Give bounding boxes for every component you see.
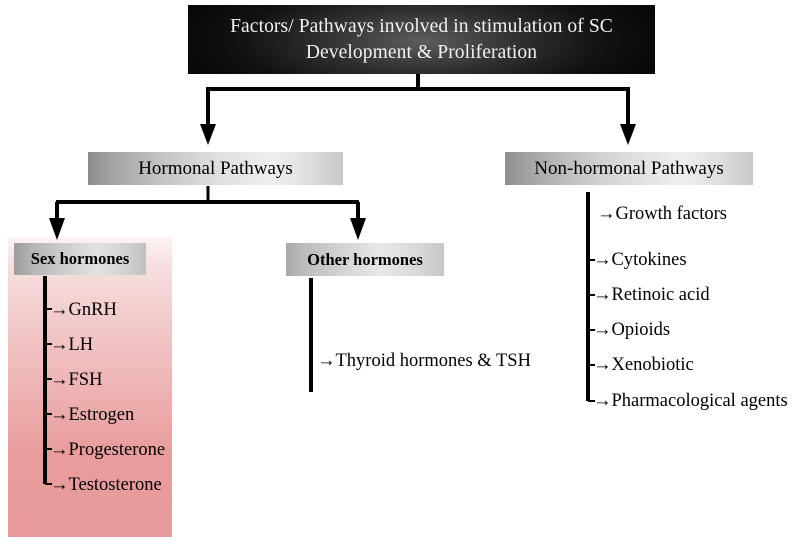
list-item: →Growth factors bbox=[597, 204, 727, 224]
node-other-hormones: Other hormones bbox=[286, 243, 444, 276]
node-hormonal-pathways: Hormonal Pathways bbox=[88, 152, 343, 185]
diagram-title-box: Factors/ Pathways involved in stimulatio… bbox=[188, 5, 655, 74]
arrow-right-icon: → bbox=[50, 335, 69, 355]
node-sex-hormones: Sex hormones bbox=[14, 243, 146, 275]
list-item-label: Thyroid hormones & TSH bbox=[335, 351, 531, 371]
list-item: →Xenobiotic bbox=[593, 355, 694, 375]
list-item: →FSH bbox=[50, 370, 102, 390]
arrow-right-icon: → bbox=[593, 250, 612, 270]
list-item: →LH bbox=[50, 335, 93, 355]
list-item-label: Growth factors bbox=[615, 204, 727, 224]
list-item-label: Retinoic acid bbox=[611, 285, 710, 305]
list-item-label: Opioids bbox=[611, 320, 671, 340]
arrow-right-icon: → bbox=[50, 300, 69, 320]
list-item: →Pharmacological agents bbox=[593, 391, 788, 411]
arrow-right-icon: → bbox=[50, 370, 69, 390]
list-item: →Testosterone bbox=[50, 475, 162, 495]
node-sex-hormones-label: Sex hormones bbox=[30, 249, 130, 268]
arrow-right-icon: → bbox=[317, 351, 336, 371]
list-item-label: Estrogen bbox=[68, 405, 135, 425]
list-item-label: Progesterone bbox=[68, 440, 166, 460]
arrow-right-icon: → bbox=[597, 204, 616, 224]
page-title: Factors/ Pathways involved in stimulatio… bbox=[230, 15, 613, 63]
list-item-label: LH bbox=[68, 335, 94, 355]
list-item: →Opioids bbox=[593, 320, 670, 340]
list-item-label: Pharmacological agents bbox=[611, 391, 788, 411]
arrow-right-icon: → bbox=[50, 440, 69, 460]
list-item-label: Cytokines bbox=[611, 250, 687, 270]
list-item: →Cytokines bbox=[593, 250, 687, 270]
arrow-right-icon: → bbox=[50, 405, 69, 425]
list-item: →GnRH bbox=[50, 300, 117, 320]
list-item: →Progesterone bbox=[50, 440, 165, 460]
list-item-label: Testosterone bbox=[68, 475, 162, 495]
node-non-hormonal-pathways-label: Non-hormonal Pathways bbox=[534, 157, 724, 179]
list-item-label: FSH bbox=[68, 370, 103, 390]
node-hormonal-pathways-label: Hormonal Pathways bbox=[138, 157, 293, 179]
arrow-right-icon: → bbox=[593, 285, 612, 305]
arrow-right-icon: → bbox=[593, 355, 612, 375]
node-non-hormonal-pathways: Non-hormonal Pathways bbox=[505, 152, 753, 185]
sex-hormones-highlight-panel bbox=[8, 237, 172, 537]
list-item: →Retinoic acid bbox=[593, 285, 710, 305]
list-item-label: GnRH bbox=[68, 300, 117, 320]
list-item: →Estrogen bbox=[50, 405, 134, 425]
arrow-right-icon: → bbox=[50, 475, 69, 495]
arrow-right-icon: → bbox=[593, 320, 612, 340]
arrow-right-icon: → bbox=[593, 391, 612, 411]
node-other-hormones-label: Other hormones bbox=[307, 249, 423, 269]
list-item: →Thyroid hormones & TSH bbox=[317, 351, 531, 371]
list-item-label: Xenobiotic bbox=[611, 355, 694, 375]
